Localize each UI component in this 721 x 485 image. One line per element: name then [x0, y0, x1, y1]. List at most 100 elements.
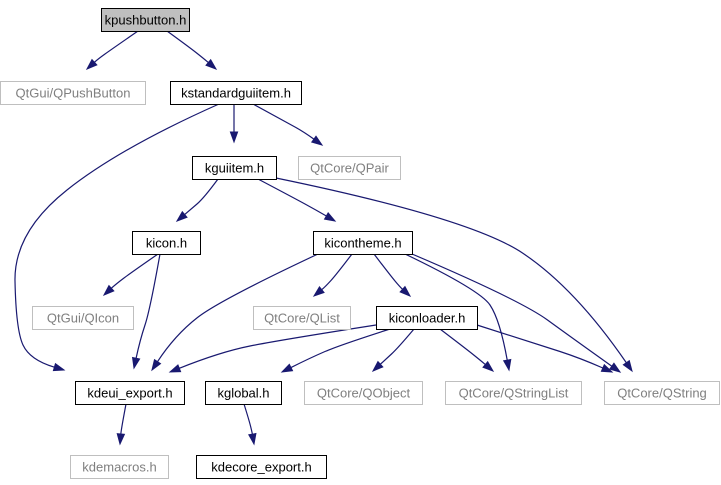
edge-line	[166, 30, 209, 63]
edge-arrowhead	[116, 433, 126, 446]
edge-kdeui-export-h-to-kdemacros-h	[116, 403, 127, 446]
edge-line	[321, 253, 353, 291]
edge-arrowhead	[85, 58, 98, 70]
node-box	[101, 8, 190, 32]
node-box	[376, 306, 478, 330]
edge-arrowhead	[280, 363, 294, 373]
node-box	[604, 381, 720, 405]
edge-line	[120, 403, 127, 435]
node-label: kglobal.h	[217, 386, 269, 401]
node-label: kguiitem.h	[205, 161, 264, 176]
node-qstringlist: QtCore/QStringList	[445, 381, 582, 405]
edge-kstandardguiitem-h-to-kdeui-export-h	[14, 103, 220, 372]
edge-kiconloader-h-to-kglobal-h	[280, 328, 391, 373]
edge-arrowhead	[131, 356, 141, 370]
node-label: kicon.h	[146, 236, 187, 251]
node-label: kiconloader.h	[389, 311, 466, 326]
edge-kglobal-h-to-kdecore-export-h	[243, 403, 257, 446]
edge-line	[252, 103, 315, 140]
edge-line	[257, 178, 327, 217]
node-label: kdemacros.h	[82, 460, 156, 475]
edge-kicontheme-h-to-qstring	[411, 253, 622, 373]
edge-kicontheme-h-to-qstringlist	[404, 253, 512, 372]
edge-line	[404, 253, 508, 361]
node-label: QtGui/QPushButton	[16, 86, 131, 101]
node-label: QtGui/QIcon	[47, 311, 119, 326]
node-box	[298, 156, 401, 180]
edge-line	[476, 324, 604, 369]
edge-arrowhead	[151, 358, 162, 372]
edge-kguiitem-h-to-kicontheme-h	[257, 178, 337, 222]
edge-arrowhead	[482, 360, 495, 372]
edge-arrowhead	[168, 364, 182, 373]
node-label: QtCore/QString	[617, 386, 707, 401]
node-box	[253, 306, 351, 330]
edge-line	[184, 178, 219, 215]
node-qstring: QtCore/QString	[604, 381, 720, 405]
edge-line	[179, 324, 377, 369]
node-box	[313, 231, 413, 255]
edge-line	[156, 253, 319, 362]
node-box	[196, 455, 327, 479]
node-label: kstandardguiitem.h	[181, 86, 291, 101]
node-label: QtCore/QObject	[317, 386, 411, 401]
node-box	[304, 381, 423, 405]
node-kicontheme-h[interactable]: kicontheme.h	[313, 231, 413, 255]
edge-kiconloader-h-to-qstringlist	[439, 328, 495, 372]
edge-arrowhead	[52, 362, 66, 372]
edge-arrowhead	[229, 131, 239, 144]
node-qpushbutton: QtGui/QPushButton	[0, 81, 146, 105]
node-label: kdecore_export.h	[211, 460, 311, 475]
node-kguiitem-h[interactable]: kguiitem.h	[192, 156, 277, 180]
node-box	[132, 231, 201, 255]
edge-line	[275, 177, 627, 364]
edge-arrowhead	[102, 284, 115, 296]
node-label: QtCore/QStringList	[459, 386, 569, 401]
edge-line	[14, 103, 220, 368]
edge-arrowhead	[600, 363, 614, 373]
edge-arrowhead	[371, 360, 384, 372]
node-label: kpushbutton.h	[105, 13, 187, 28]
edge-arrowhead	[323, 212, 337, 222]
edge-arrowhead	[175, 210, 188, 222]
node-kiconloader-h[interactable]: kiconloader.h	[376, 306, 478, 330]
edge-line	[290, 328, 391, 369]
edge-arrowhead	[312, 286, 325, 297]
node-kstandardguiitem-h[interactable]: kstandardguiitem.h	[170, 81, 302, 105]
edge-line	[373, 253, 403, 290]
edge-arrowhead	[502, 358, 512, 372]
node-kdeui-export-h[interactable]: kdeui_export.h	[75, 381, 185, 405]
edge-line	[110, 253, 159, 289]
edge-arrowhead	[399, 285, 412, 297]
edge-kstandardguiitem-h-to-kguiitem-h	[229, 104, 239, 144]
node-box	[0, 81, 146, 105]
edge-kiconloader-h-to-qstring	[476, 324, 614, 373]
edge-line	[135, 253, 161, 359]
node-qpair: QtCore/QPair	[298, 156, 401, 180]
node-box	[192, 156, 277, 180]
node-label: kicontheme.h	[324, 236, 401, 251]
node-kdemacros-h: kdemacros.h	[70, 455, 169, 479]
edge-kguiitem-h-to-qstring	[275, 177, 633, 373]
node-qicon: QtGui/QIcon	[32, 306, 134, 330]
node-qlist: QtCore/QList	[253, 306, 351, 330]
node-kicon-h[interactable]: kicon.h	[132, 231, 201, 255]
node-kglobal-h[interactable]: kglobal.h	[205, 381, 282, 405]
edge-kicontheme-h-to-kiconloader-h	[373, 253, 412, 297]
node-label: kdeui_export.h	[87, 386, 172, 401]
edge-line	[93, 30, 139, 63]
edge-arrowhead	[622, 359, 633, 373]
node-box	[205, 381, 282, 405]
edge-line	[411, 253, 613, 367]
edge-kpushbutton-h-to-qpushbutton	[85, 30, 139, 70]
node-kdecore-export-h[interactable]: kdecore_export.h	[196, 455, 327, 479]
edge-kicontheme-h-to-qlist	[312, 253, 353, 297]
edge-arrowhead	[248, 432, 257, 446]
node-box	[170, 81, 302, 105]
node-box	[32, 306, 134, 330]
edge-kstandardguiitem-h-to-qpair	[252, 103, 324, 146]
edge-arrowhead	[310, 135, 324, 146]
edge-kpushbutton-h-to-kstandardguiitem-h	[166, 30, 218, 70]
edge-line	[439, 328, 486, 365]
